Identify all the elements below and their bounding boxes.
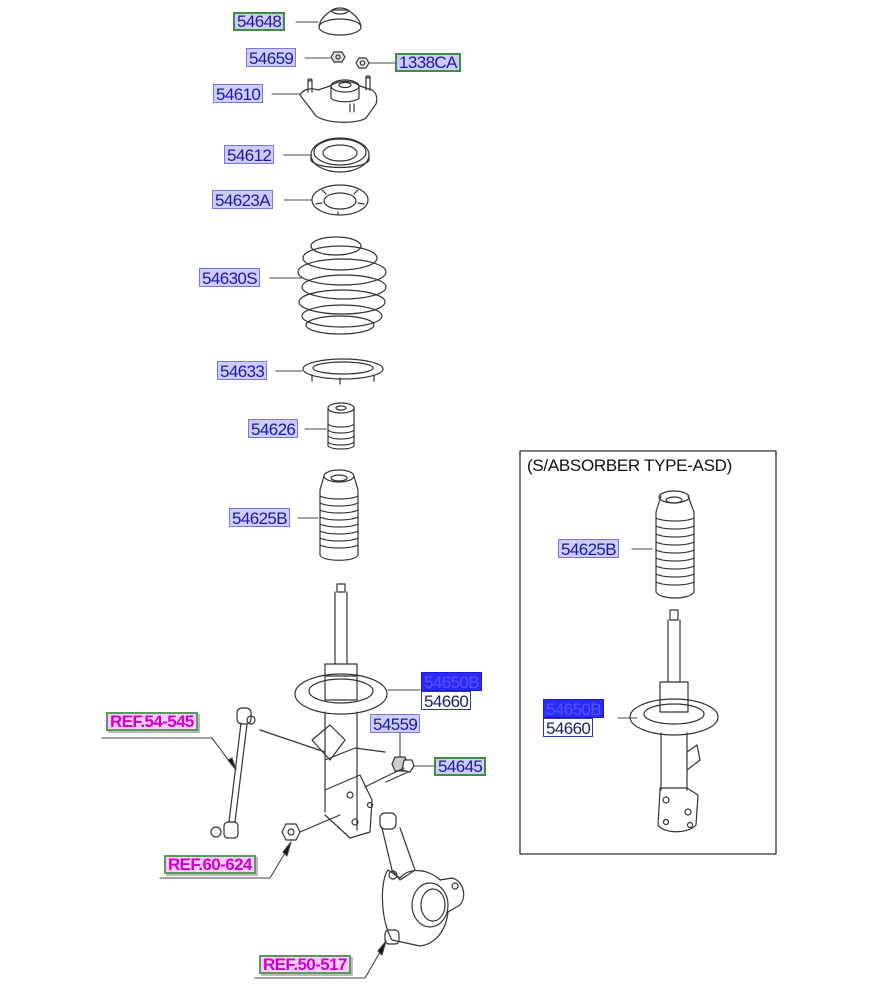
label-54660[interactable]: 54660 — [421, 691, 472, 711]
part-54626-bump-stopper[interactable] — [327, 402, 355, 450]
part-54612-bearing[interactable] — [310, 137, 370, 173]
ref-label-60-624[interactable]: REF.60-624 — [164, 855, 256, 874]
label-54645[interactable]: 54645 — [434, 757, 487, 776]
part-54630S-coil-spring[interactable] — [297, 236, 387, 335]
inset-label-54625B[interactable]: 54625B — [558, 539, 620, 559]
part-54623A-spring-seat[interactable] — [311, 184, 369, 216]
inset-title: (S/ABSORBER TYPE-ASD) — [527, 456, 732, 475]
inset-frame — [519, 450, 777, 855]
part-54610-strut-mount[interactable] — [299, 75, 378, 123]
part-54633-spring-pad[interactable] — [302, 358, 384, 385]
part-54648-dust-cover[interactable] — [318, 7, 362, 36]
label-54650B[interactable]: 54650B — [421, 672, 483, 692]
label-54630S[interactable]: 54630S — [199, 268, 261, 288]
steering-knuckle — [379, 812, 465, 947]
inset-part-54650B-strut-assembly[interactable] — [629, 609, 719, 833]
label-54625B[interactable]: 54625B — [229, 508, 291, 528]
label-54633[interactable]: 54633 — [217, 361, 268, 381]
label-54559[interactable]: 54559 — [370, 714, 421, 734]
inset-part-54625B-dust-boot[interactable] — [655, 490, 695, 599]
inset-label-54660[interactable]: 54660 — [543, 718, 594, 738]
ref-label-54-545[interactable]: REF.54-545 — [106, 712, 198, 731]
label-1338CA[interactable]: 1338CA — [395, 53, 461, 72]
stabilizer-link — [210, 707, 256, 839]
label-54610[interactable]: 54610 — [213, 84, 264, 104]
part-54659-nut[interactable] — [330, 51, 346, 63]
part-54645-bolt[interactable] — [364, 759, 415, 788]
label-54626[interactable]: 54626 — [248, 419, 299, 439]
label-54648[interactable]: 54648 — [233, 12, 286, 31]
inset-label-54650B[interactable]: 54650B — [543, 699, 605, 719]
part-54650B-strut-assembly[interactable] — [259, 583, 388, 839]
part-1338CA-nut[interactable] — [355, 57, 370, 69]
ref-label-50-517[interactable]: REF.50-517 — [259, 955, 351, 974]
part-54625B-dust-boot[interactable] — [319, 469, 359, 561]
label-54623A[interactable]: 54623A — [212, 190, 274, 210]
leader-lines — [101, 21, 653, 979]
label-54659[interactable]: 54659 — [246, 48, 297, 68]
label-54612[interactable]: 54612 — [224, 145, 275, 165]
ref-60-624-nut — [281, 814, 341, 841]
